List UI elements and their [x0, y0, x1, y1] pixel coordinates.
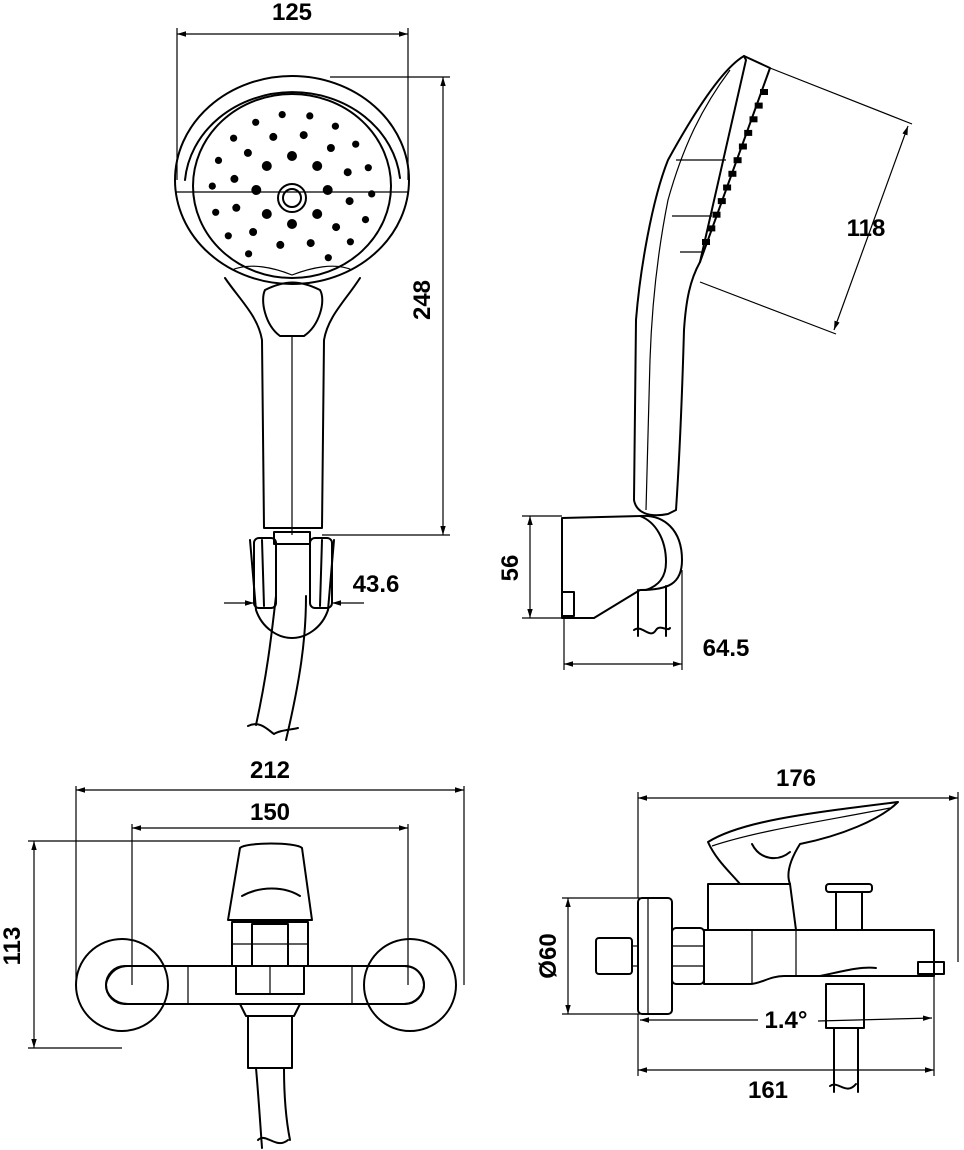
dim-holder-width: 43.6 [353, 571, 400, 598]
spray-nozzle [306, 112, 314, 120]
dim-shower-length: 248 [409, 280, 436, 320]
spray-nozzle [332, 223, 341, 232]
spray-nozzle [224, 232, 232, 240]
dim-holder-height: 56 [497, 555, 524, 582]
spray-nozzles [208, 111, 376, 262]
side-nozzle [717, 198, 726, 205]
spray-nozzle [361, 216, 370, 224]
spray-nozzle [261, 209, 272, 219]
spray-nozzle [230, 134, 238, 142]
side-nozzle [702, 239, 710, 245]
side-nozzle [754, 102, 763, 109]
side-nozzle [712, 211, 721, 218]
spray-nozzle [343, 168, 352, 177]
spray-nozzle [269, 132, 278, 141]
spray-nozzle [212, 208, 220, 216]
dim-mixer-width: 212 [250, 757, 290, 784]
side-nozzle [723, 184, 732, 191]
side-nozzles [702, 89, 768, 245]
spray-nozzle [287, 151, 297, 161]
spray-nozzle [214, 156, 223, 164]
dim-spout-angle: 1.4° [765, 1007, 808, 1034]
spray-nozzle [346, 238, 354, 246]
side-nozzle [707, 225, 716, 232]
spray-nozzle [299, 131, 308, 140]
dim-mixer-height: 113 [0, 927, 26, 966]
spray-nozzle [364, 164, 372, 172]
spray-nozzle [261, 161, 272, 171]
spray-nozzle [352, 140, 360, 148]
spray-nozzle [251, 185, 262, 195]
spray-nozzle [249, 228, 258, 236]
dim-head-width: 125 [272, 0, 312, 26]
spray-nozzle [306, 239, 315, 248]
spray-nozzle [278, 111, 286, 119]
spray-nozzle [252, 118, 260, 126]
spray-nozzle [287, 219, 297, 229]
side-nozzle [733, 157, 742, 164]
spray-nozzle [245, 250, 253, 258]
dim-mixer-depth: 176 [776, 765, 816, 792]
spray-nozzle [312, 161, 323, 171]
spray-nozzle [345, 197, 354, 206]
dim-face-diameter: 118 [847, 215, 886, 242]
dim-spout-length: 161 [748, 1077, 788, 1104]
spray-nozzle [322, 185, 333, 195]
spray-nozzle [232, 203, 241, 212]
mixer-front-view: 212 150 113 [0, 757, 465, 1149]
hand-shower-front-view: 125 248 43.6 [174, 0, 450, 741]
spray-nozzle [331, 122, 339, 130]
spray-nozzle [243, 148, 252, 157]
spray-nozzle [208, 182, 216, 190]
dim-mixer-centers: 150 [250, 799, 290, 826]
spray-nozzle [312, 209, 323, 219]
side-nozzle [728, 170, 737, 177]
mixer-side-view: 176 Ø60 1.4° 161 [535, 765, 959, 1104]
spray-nozzle [230, 174, 239, 183]
side-nozzle [744, 129, 753, 136]
spray-nozzle [324, 254, 332, 262]
hand-shower-side-view: 118 56 64.5 [497, 55, 913, 670]
spray-nozzle [276, 240, 285, 249]
side-nozzle [738, 143, 747, 150]
side-nozzle [760, 89, 768, 95]
spray-nozzle [368, 190, 376, 198]
side-nozzle [749, 116, 758, 123]
spray-nozzle [326, 144, 335, 152]
dim-holder-depth: 64.5 [703, 635, 750, 662]
dim-flange-diameter: Ø60 [535, 933, 562, 978]
